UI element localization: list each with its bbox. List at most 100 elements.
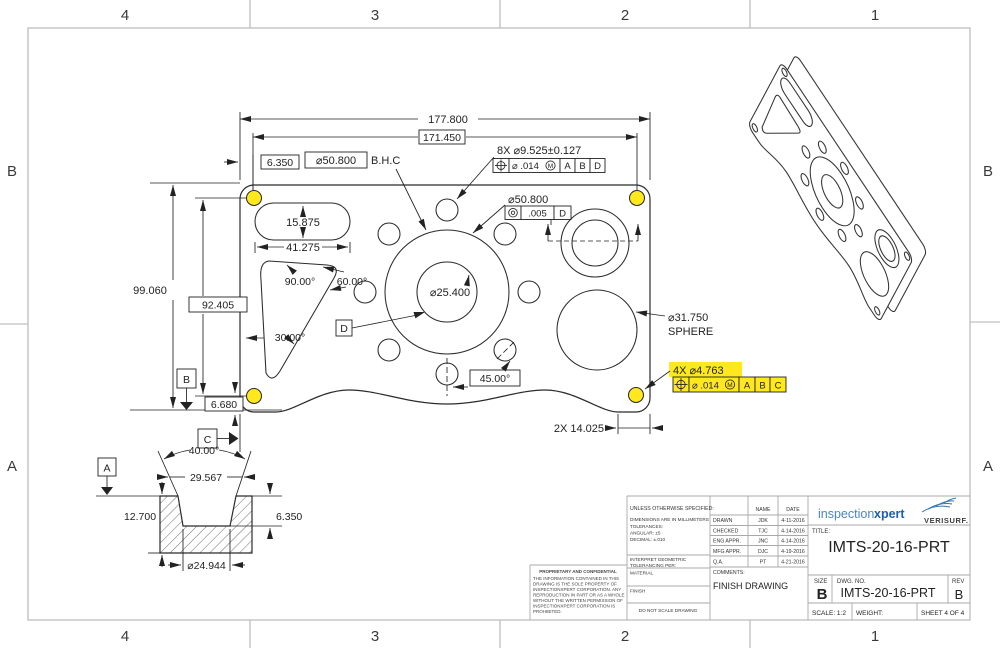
dim-top-width: 29.567 bbox=[157, 472, 255, 484]
proprietary-note: PROPRIETARY AND CONFIDENTIAL THE INFORMA… bbox=[533, 569, 625, 614]
dim-pocket-depth: 6.350 bbox=[230, 483, 302, 539]
svg-text:inspection: inspection bbox=[818, 507, 874, 521]
svg-text:M: M bbox=[727, 382, 732, 389]
datum-b-flag: B bbox=[176, 368, 197, 410]
svg-text:CHECKED: CHECKED bbox=[713, 529, 739, 535]
svg-text:INSPECTIONXPERT CORPORATION.: INSPECTIONXPERT CORPORATION. ANY bbox=[533, 587, 621, 592]
dim-overall-width: 177.800 bbox=[239, 112, 651, 180]
svg-text:ENG APPR.: ENG APPR. bbox=[713, 539, 741, 545]
dim-pocket-diameter-text: ⌀24.944 bbox=[187, 560, 226, 572]
svg-text:INSPECTIONXPERT CORPORATION IS: INSPECTIONXPERT CORPORATION IS bbox=[533, 604, 615, 609]
verisurf-logo: VERISURF. bbox=[921, 497, 969, 525]
counterbore-inner bbox=[571, 219, 619, 267]
zone-label-bottom-1: 1 bbox=[871, 628, 879, 645]
dim-taper-angle-text: 40.00° bbox=[189, 445, 219, 457]
dim-overall-width-text: 177.800 bbox=[428, 114, 468, 126]
svg-text:MFG APPR.: MFG APPR. bbox=[713, 549, 741, 555]
callout-4x-holes-highlighted: 4X ⌀4.763 ⌀ .014 M A B C bbox=[644, 362, 787, 393]
datum-a-label: A bbox=[103, 463, 110, 475]
comments-value: FINISH DRAWING bbox=[713, 581, 788, 591]
dim-bottom-offset: 6.680 bbox=[204, 382, 244, 426]
sheet-value: SHEET 4 OF 4 bbox=[921, 610, 965, 617]
svg-text:DRAWN: DRAWN bbox=[713, 518, 733, 524]
zone-label-bottom-3: 3 bbox=[371, 628, 379, 645]
tolerance-notes: UNLESS OTHERWISE SPECIFIED: DIMENSIONS A… bbox=[630, 506, 714, 613]
fcf-4x-position-frame: ⌀ .014 M A B C bbox=[672, 376, 787, 393]
front-view bbox=[239, 184, 651, 413]
section-view: A 40.00° 29.567 12.700 bbox=[96, 445, 302, 572]
inspectionxpert-logo: inspection xpert bbox=[818, 507, 905, 521]
svg-text:4-11-2016: 4-11-2016 bbox=[781, 518, 804, 524]
fcf-8x-datum-a: A bbox=[564, 161, 571, 172]
section-cut-body bbox=[159, 495, 253, 554]
dim-slot-height-text: 15.875 bbox=[286, 217, 320, 229]
dim-tab-text: 2X 14.025 bbox=[554, 423, 604, 435]
dim-hole-span-horizontal: 171.450 bbox=[252, 129, 638, 190]
svg-text:VERISURF.: VERISURF. bbox=[924, 516, 969, 525]
callout-counterbore: ⌀50.800 .005 D bbox=[472, 194, 641, 242]
dim-corner-tab: 2X 14.025 bbox=[554, 414, 663, 435]
svg-text:4-14-2016: 4-14-2016 bbox=[781, 539, 805, 545]
approvals-table: NAME DATE DRAWN JDK 4-11-2016 CHECKED TJ… bbox=[713, 507, 805, 591]
dim-angle-30-text: 30.00° bbox=[275, 332, 305, 344]
triangle-cutout bbox=[260, 260, 337, 379]
dim-pocket-depth-text: 6.350 bbox=[276, 511, 302, 523]
callout-sphere: ⌀31.750 SPHERE bbox=[635, 310, 713, 338]
fcf-4x-datum-b: B bbox=[759, 381, 765, 392]
dim-slot-height: 15.875 bbox=[286, 206, 320, 238]
sphere-label-text: SPHERE bbox=[668, 326, 713, 338]
fcf-8x-tolerance: ⌀ .014 bbox=[512, 161, 539, 172]
dwg-no-value: IMTS-20-16-PRT bbox=[841, 586, 936, 600]
bhc-suffix-text: B.H.C bbox=[371, 155, 400, 167]
corner-hole-highlighted bbox=[245, 189, 263, 207]
mmc-modifier-icon bbox=[545, 160, 556, 171]
zone-label-top-4: 4 bbox=[121, 7, 129, 24]
callout-cbore-text: ⌀50.800 bbox=[508, 194, 548, 206]
callout-4x-text: 4X ⌀4.763 bbox=[673, 365, 724, 377]
fcf-concentricity-frame: .005 D bbox=[504, 205, 572, 220]
datum-b-label: B bbox=[183, 374, 190, 386]
comments-label: COMMENTS: bbox=[713, 570, 745, 576]
datum-a-flag: A bbox=[97, 457, 117, 495]
dim-top-width-text: 29.567 bbox=[190, 472, 222, 484]
sphere-diameter-text: ⌀31.750 bbox=[668, 312, 708, 324]
datum-c-label: C bbox=[204, 434, 212, 446]
svg-text:TOLERANCES:: TOLERANCES: bbox=[630, 524, 663, 529]
svg-text:DIMENSIONS ARE IN MILLIMETERS: DIMENSIONS ARE IN MILLIMETERS bbox=[630, 517, 709, 522]
svg-text:4-21-2016: 4-21-2016 bbox=[781, 560, 805, 566]
drawing-title: IMTS-20-16-PRT bbox=[828, 539, 950, 556]
callout-center-hole: ⌀25.400 bbox=[430, 274, 470, 299]
fcf-8x-datum-d: D bbox=[594, 161, 601, 172]
finish-label: FINISH bbox=[630, 589, 645, 594]
svg-text:INTERPRET GEOMETRIC: INTERPRET GEOMETRIC bbox=[630, 557, 687, 562]
dim-hole-span-vertical: 92.405 bbox=[188, 197, 248, 397]
zone-label-left-a: A bbox=[7, 458, 17, 475]
zone-label-right-a: A bbox=[983, 458, 993, 475]
fcf-4x-datum-a: A bbox=[744, 381, 751, 392]
dim-height: 99.060 bbox=[130, 182, 282, 411]
callout-8x-holes: 8X ⌀9.525±0.127 ⌀ .014 M A B D bbox=[456, 145, 606, 200]
dwg-no-label: DWG. NO. bbox=[837, 579, 866, 585]
fcf-4x-datum-c: C bbox=[775, 381, 782, 392]
position-symbol-icon bbox=[674, 378, 688, 391]
dim-slot-width: 41.275 bbox=[254, 242, 351, 254]
mmc-modifier-icon bbox=[724, 379, 736, 390]
zone-label-right-b: B bbox=[983, 163, 993, 180]
svg-text:DJC: DJC bbox=[758, 549, 768, 555]
svg-text:JDK: JDK bbox=[758, 518, 768, 524]
datum-b-triangle-icon bbox=[180, 402, 193, 410]
title-block: UNLESS OTHERWISE SPECIFIED: DIMENSIONS A… bbox=[529, 495, 970, 620]
zone-label-top-3: 3 bbox=[371, 7, 379, 24]
svg-text:DRAWING IS THE SOLE PROPERTY O: DRAWING IS THE SOLE PROPERTY OF bbox=[533, 582, 617, 587]
zone-label-bottom-2: 2 bbox=[621, 628, 629, 645]
svg-text:TJC: TJC bbox=[758, 529, 768, 535]
callout-8x-text: 8X ⌀9.525±0.127 bbox=[497, 145, 581, 157]
dim-hole-span-h-text: 171.450 bbox=[423, 132, 461, 144]
svg-text:PT: PT bbox=[760, 560, 767, 566]
dim-angle-60: 60.00° bbox=[322, 266, 367, 291]
dim-angle-30: 30.00° bbox=[246, 332, 305, 345]
svg-text:DECIMAL: ±.010: DECIMAL: ±.010 bbox=[630, 537, 666, 542]
rev-label: REV bbox=[952, 579, 964, 585]
dim-angle-45-text: 45.00° bbox=[480, 373, 510, 385]
